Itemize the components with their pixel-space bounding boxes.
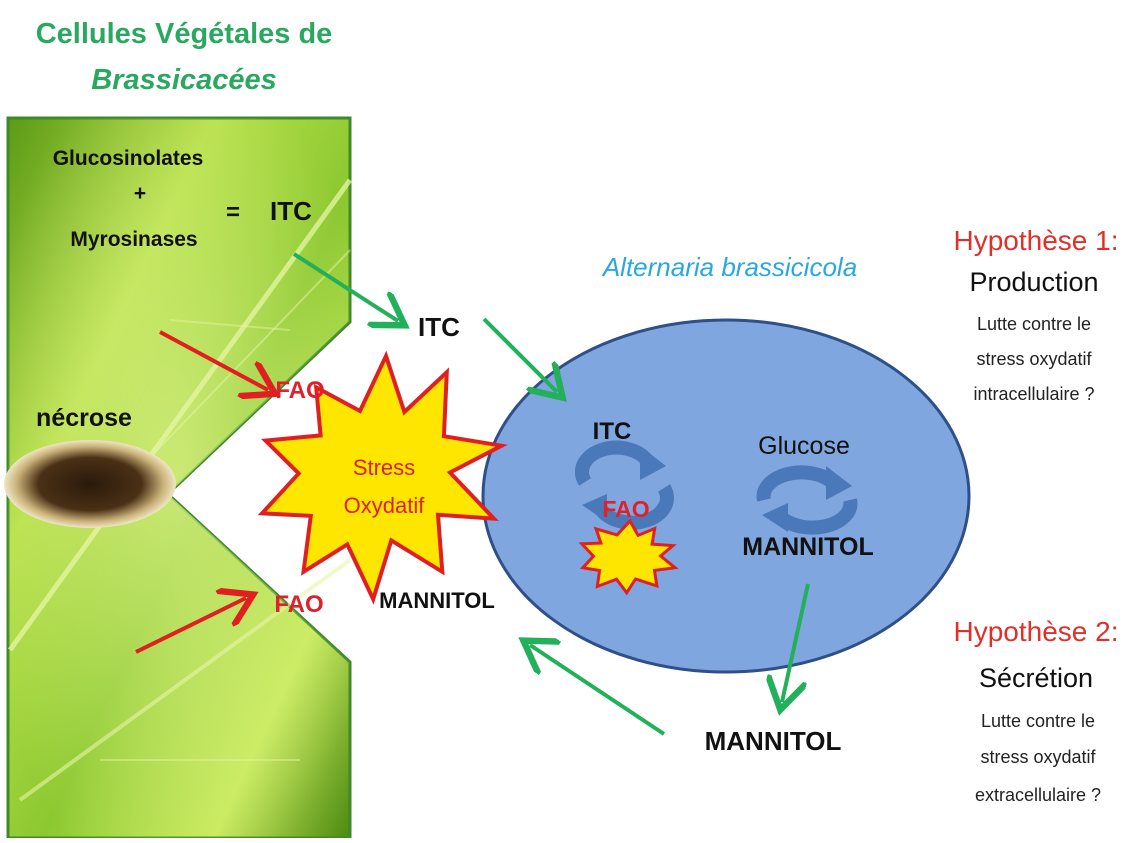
cell-mannitol-label: MANNITOL — [742, 533, 873, 561]
arrow-fao-bottom — [135, 598, 246, 654]
stress-label-line-2: Oxydatif — [344, 493, 426, 518]
hypothesis-2-subtitle: Sécrétion — [979, 663, 1093, 693]
hypothesis-2-line-1: Lutte contre le — [981, 711, 1095, 731]
arrow-itc-release — [292, 252, 398, 321]
necrose-label: nécrose — [36, 404, 132, 432]
plant-leaf-panel — [6, 116, 353, 840]
red-arrows — [135, 330, 268, 654]
cell-itc-label: ITC — [593, 418, 632, 445]
arrow-mannitol-secretion — [782, 583, 810, 702]
arrow-mannitol-to-plant — [530, 645, 666, 736]
plus-sign: + — [134, 182, 146, 205]
glucose-mannitol-cycle-icon — [756, 465, 858, 535]
arrow-fao-top — [159, 330, 268, 390]
hypothesis-1: Hypothèse 1: Production Lutte contre le … — [954, 225, 1119, 404]
fungal-cell — [481, 318, 971, 674]
arrow-itc-entry — [482, 317, 557, 392]
glucose-label: Glucose — [758, 432, 850, 460]
mannitol-bottom-label: MANNITOL — [705, 726, 842, 756]
stress-label-line-1: Stress — [353, 455, 415, 480]
oxidative-stress-starburst — [257, 350, 508, 605]
fungus-name: Alternaria brassicicola — [601, 252, 857, 282]
green-arrows — [292, 252, 810, 736]
hypothesis-2-line-3: extracellulaire ? — [975, 785, 1101, 805]
fao-bottom-label: FAO — [274, 591, 323, 618]
title-line-2: Brassicacées — [91, 64, 276, 96]
itc-fao-cycle-heads — [582, 446, 666, 522]
hypothesis-2-title: Hypothèse 2: — [954, 616, 1119, 647]
hypothesis-1-line-2: stress oxydatif — [976, 349, 1092, 369]
hypothesis-1-line-1: Lutte contre le — [977, 314, 1091, 334]
itc-fao-cycle-icon — [574, 440, 674, 530]
hypothesis-2-line-2: stress oxydatif — [980, 747, 1096, 767]
equals-sign: = — [226, 199, 240, 226]
fao-top-label: FAO — [275, 377, 324, 404]
hypothesis-2: Hypothèse 2: Sécrétion Lutte contre le s… — [954, 616, 1119, 805]
title-line-1: Cellules Végétales de — [36, 18, 333, 50]
hypothesis-1-line-3: intracellulaire ? — [973, 384, 1094, 404]
hypothesis-1-title: Hypothèse 1: — [954, 225, 1119, 256]
plant-itc-label: ITC — [270, 196, 312, 226]
glucose-mannitol-cycle-heads — [762, 466, 852, 532]
myrosinases-label: Myrosinases — [70, 228, 197, 251]
cell-fao-label: FAO — [602, 496, 649, 522]
itc-interface-label: ITC — [418, 312, 460, 342]
glucosinolates-label: Glucosinolates — [53, 147, 204, 170]
cell-stress-starburst — [578, 518, 679, 596]
hypothesis-1-subtitle: Production — [969, 267, 1098, 297]
necrosis-lesion — [4, 440, 176, 528]
mannitol-left-label: MANNITOL — [379, 588, 495, 613]
